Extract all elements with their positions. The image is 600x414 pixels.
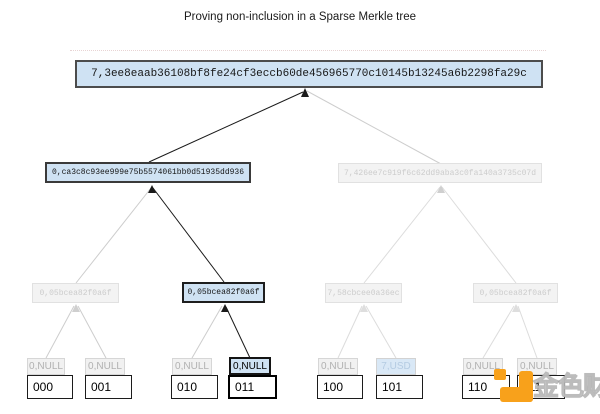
leaf-index-000: 000: [27, 375, 73, 399]
leaf-index-001: 001: [85, 375, 132, 399]
diagram-title: Proving non-inclusion in a Sparse Merkle…: [183, 11, 417, 23]
subtree-node-1: 0,05bcea82f0a6f: [182, 282, 265, 303]
subtree-node-2: 7,58cbcee0a36ec: [325, 283, 402, 303]
leaf-value-101: 7,USD: [376, 358, 416, 375]
jinse-logo-icon: [519, 371, 533, 402]
subtree-node-0: 0,05bcea82f0a6f: [32, 283, 119, 303]
leaf-value-111: 0,NULL: [517, 358, 557, 375]
leaf-value-000: 0,NULL: [27, 358, 65, 375]
leaf-index-100: 100: [317, 375, 363, 399]
guide-line: [70, 50, 546, 51]
leaf-value-110: 0,NULL: [463, 358, 503, 375]
leaf-index-101: 101: [376, 375, 423, 399]
watermark-text: 金色财经: [533, 371, 600, 402]
leaf-value-001: 0,NULL: [85, 358, 125, 375]
leaf-index-011: 011: [228, 375, 277, 399]
intermediate-node-left: 0,ca3c8c93ee999e75b5574061bb0d51935dd936: [45, 162, 251, 183]
leaf-value-011: 0,NULL: [229, 357, 271, 375]
leaf-value-100: 0,NULL: [318, 358, 358, 375]
jinse-logo-icon: [494, 369, 506, 380]
leaf-index-010: 010: [171, 375, 218, 399]
leaf-value-010: 0,NULL: [172, 358, 212, 375]
intermediate-node-right: 7,426ee7c919f6c62dd9aba3c0fa140a3735c07d: [338, 163, 542, 183]
subtree-node-3: 0,05bcea82f0a6f: [473, 283, 558, 303]
root-hash-node: 7,3ee8eaab36108bf8fe24cf3eccb60de4569657…: [75, 60, 543, 88]
